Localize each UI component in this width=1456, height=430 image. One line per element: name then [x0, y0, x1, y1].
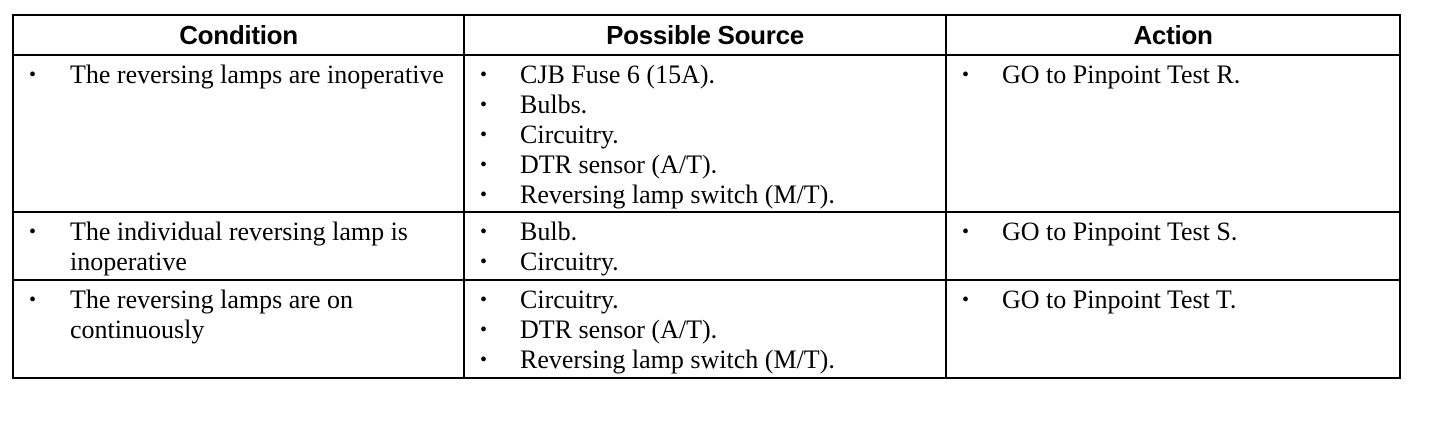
bullet-icon: • [480, 349, 488, 371]
bullet-icon: • [29, 289, 37, 311]
action-text: GO to Pinpoint Test T. [1002, 285, 1237, 314]
bullet-icon: • [962, 64, 970, 86]
bullet-icon: • [480, 251, 488, 273]
source-text: CJB Fuse 6 (15A). [520, 60, 716, 89]
bullet-icon: • [962, 221, 970, 243]
bullet-icon: • [480, 289, 488, 311]
bullet-icon: • [480, 94, 488, 116]
condition-cell: • The individual reversing lamp is inoper… [12, 211, 465, 281]
action-item: • GO to Pinpoint Test R. [947, 60, 1399, 90]
action-item: • GO to Pinpoint Test T. [947, 285, 1399, 315]
source-text: DTR sensor (A/T). [520, 315, 718, 344]
source-text: Circuitry. [520, 285, 619, 314]
condition-text: The reversing lamps are inoperative [70, 60, 444, 89]
table-row: • The individual reversing lamp is inoper… [12, 211, 1401, 281]
bullet-icon: • [480, 184, 488, 206]
source-cell: • CJB Fuse 6 (15A). • Bulbs. • Circuitry. •… [463, 54, 947, 213]
condition-item: • The reversing lamps are inoperative [14, 60, 463, 90]
table-row: • The reversing lamps are inoperative • CJ… [12, 54, 1401, 213]
header-action: Action [945, 14, 1401, 56]
diagnostic-table: Condition Possible Source Action • The re… [12, 14, 1401, 379]
condition-list: • The reversing lamps are inoperative [14, 56, 463, 91]
source-text: Circuitry. [520, 247, 619, 276]
condition-list: • The individual reversing lamp is inoper… [14, 213, 463, 278]
source-item: • Circuitry. [465, 247, 945, 277]
condition-item: • The reversing lamps are on continuously [14, 285, 463, 345]
action-text: GO to Pinpoint Test R. [1002, 60, 1241, 89]
bullet-icon: • [29, 221, 37, 243]
action-item: • GO to Pinpoint Test S. [947, 217, 1399, 247]
condition-cell: • The reversing lamps are on continuously [12, 279, 465, 379]
header-condition: Condition [12, 14, 465, 56]
source-cell: • Circuitry. • DTR sensor (A/T). • Reversin… [463, 279, 947, 379]
action-list: • GO to Pinpoint Test R. [947, 56, 1399, 91]
source-text: Reversing lamp switch (M/T). [520, 345, 835, 374]
bullet-icon: • [480, 64, 488, 86]
bullet-icon: • [480, 154, 488, 176]
action-text: GO to Pinpoint Test S. [1002, 217, 1238, 246]
header-row: Condition Possible Source Action [12, 14, 1401, 56]
action-list: • GO to Pinpoint Test S. [947, 213, 1399, 248]
source-item: • Circuitry. [465, 120, 945, 150]
source-cell: • Bulb. • Circuitry. [463, 211, 947, 281]
source-item: • DTR sensor (A/T). [465, 150, 945, 180]
source-item: • Reversing lamp switch (M/T). [465, 180, 945, 210]
source-item: • CJB Fuse 6 (15A). [465, 60, 945, 90]
source-item: • Reversing lamp switch (M/T). [465, 345, 945, 375]
condition-text: The reversing lamps are on continuously [70, 285, 354, 344]
condition-text: The individual reversing lamp is inopera… [70, 217, 408, 276]
action-cell: • GO to Pinpoint Test S. [945, 211, 1401, 281]
source-text: Bulb. [520, 217, 578, 246]
source-list: • Bulb. • Circuitry. [465, 213, 945, 278]
table-body: • The reversing lamps are inoperative • CJ… [12, 54, 1401, 379]
source-text: Bulbs. [520, 90, 588, 119]
source-item: • Bulbs. [465, 90, 945, 120]
bullet-icon: • [29, 64, 37, 86]
action-cell: • GO to Pinpoint Test R. [945, 54, 1401, 213]
source-list: • Circuitry. • DTR sensor (A/T). • Reversin… [465, 281, 945, 376]
table-header: Condition Possible Source Action [12, 14, 1401, 56]
condition-item: • The individual reversing lamp is inoper… [14, 217, 463, 277]
table-row: • The reversing lamps are on continuously… [12, 279, 1401, 379]
bullet-icon: • [480, 124, 488, 146]
bullet-icon: • [480, 221, 488, 243]
bullet-icon: • [480, 319, 488, 341]
source-list: • CJB Fuse 6 (15A). • Bulbs. • Circuitry. •… [465, 56, 945, 211]
source-text: Reversing lamp switch (M/T). [520, 180, 835, 209]
source-item: • DTR sensor (A/T). [465, 315, 945, 345]
header-possible-source: Possible Source [463, 14, 947, 56]
source-item: • Bulb. [465, 217, 945, 247]
action-cell: • GO to Pinpoint Test T. [945, 279, 1401, 379]
source-text: Circuitry. [520, 120, 619, 149]
source-text: DTR sensor (A/T). [520, 150, 718, 179]
action-list: • GO to Pinpoint Test T. [947, 281, 1399, 316]
bullet-icon: • [962, 289, 970, 311]
condition-list: • The reversing lamps are on continuously [14, 281, 463, 346]
condition-cell: • The reversing lamps are inoperative [12, 54, 465, 213]
source-item: • Circuitry. [465, 285, 945, 315]
